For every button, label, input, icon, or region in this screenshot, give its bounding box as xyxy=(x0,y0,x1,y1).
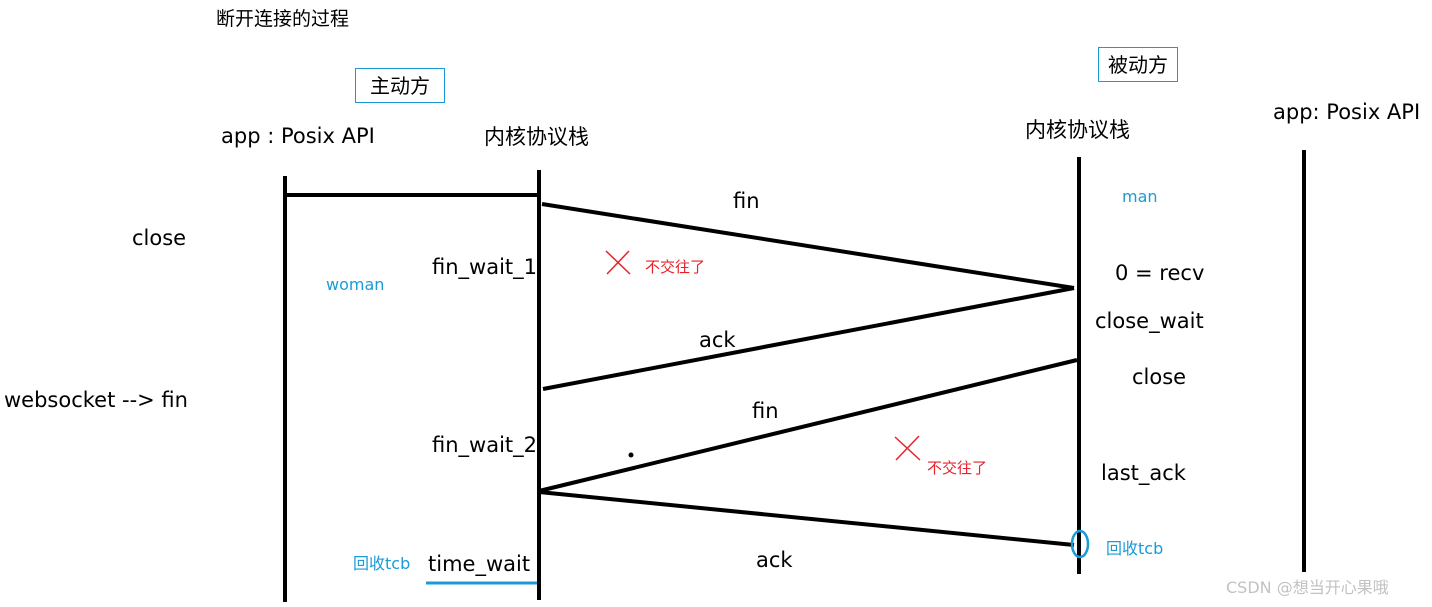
reject-cross-icon xyxy=(605,250,631,275)
state-last-ack: last_ack xyxy=(1101,461,1186,485)
state-recv-zero: 0 = recv xyxy=(1115,261,1205,285)
csdn-watermark: CSDN @想当开心果哦 xyxy=(1226,578,1389,597)
message-ack-2 xyxy=(538,490,1075,547)
reclaim-tcb-right-label: 回收tcb xyxy=(1106,539,1164,558)
woman-label: woman xyxy=(326,275,385,294)
reclaim-marker-ellipse xyxy=(1070,529,1090,559)
reject-cross-icon-2 xyxy=(894,435,921,461)
diagram-title: 断开连接的过程 xyxy=(216,8,350,30)
left-app-header: app : Posix API xyxy=(221,124,375,148)
state-fin-wait-1: fin_wait_1 xyxy=(432,255,538,279)
message-ack-2-label: ack xyxy=(756,548,793,572)
left-kernel-header: 内核协议栈 xyxy=(484,125,589,149)
state-fin-wait-2: fin_wait_2 xyxy=(432,433,538,457)
state-close: close xyxy=(1132,365,1187,389)
stray-dot xyxy=(628,452,634,458)
message-ack-1 xyxy=(542,286,1075,391)
reclaim-tcb-left-label: 回收tcb xyxy=(353,554,411,573)
message-fin-2-label: fin xyxy=(752,399,779,423)
not-dating-label-1: 不交往了 xyxy=(645,258,706,276)
websocket-fin-label: websocket --> fin xyxy=(4,388,188,412)
man-label: man xyxy=(1122,187,1158,206)
close-label: close xyxy=(132,226,187,250)
message-fin-1 xyxy=(541,202,1075,290)
message-fin-2 xyxy=(538,358,1078,493)
message-fin-1-label: fin xyxy=(733,189,760,213)
right-app-header: app: Posix API xyxy=(1273,100,1421,124)
state-time-wait: time_wait xyxy=(428,552,531,576)
state-close-wait: close_wait xyxy=(1095,309,1204,333)
passive-side-box: 被动方 xyxy=(1098,47,1178,82)
right-kernel-header: 内核协议栈 xyxy=(1025,118,1130,142)
not-dating-label-2: 不交往了 xyxy=(927,459,988,477)
message-ack-1-label: ack xyxy=(699,328,736,352)
active-side-box: 主动方 xyxy=(355,68,445,103)
